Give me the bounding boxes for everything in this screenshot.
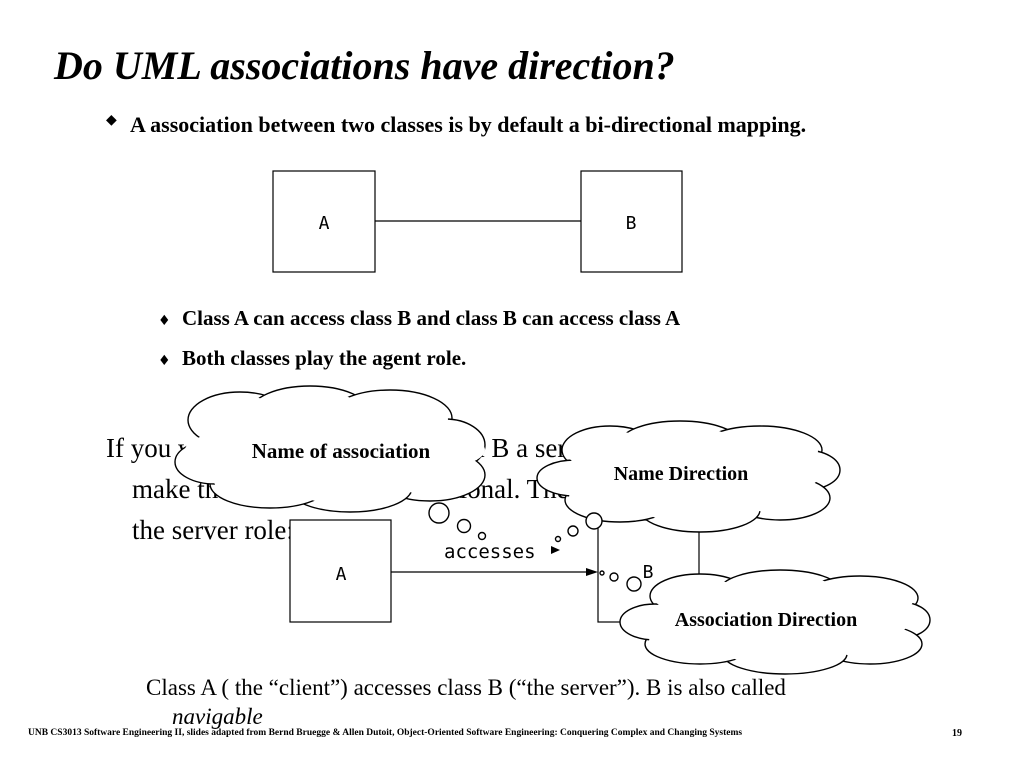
- association-name-label: accesses: [444, 541, 536, 563]
- footer-credit: UNB CS3013 Software Engineering II, slid…: [28, 728, 743, 738]
- bottom-class-a-box: [289, 519, 392, 623]
- caption: Class A ( the “client”) accesses class B…: [146, 673, 966, 731]
- sub-bullet-1: Class A can access class B and class B c…: [182, 306, 681, 330]
- name-direction-arrow-icon: [551, 546, 560, 554]
- main-bullet-text: A association between two classes is by …: [130, 112, 807, 137]
- callout-name-direction-text: Name Direction: [614, 463, 749, 485]
- caption-line-1: Class A ( the “client”) accesses class B…: [146, 675, 786, 700]
- top-class-b-box: [580, 170, 683, 273]
- top-class-a-box: [272, 170, 376, 273]
- diamond-bullet-icon: ◆: [106, 112, 117, 128]
- cloud-callout-name-direction: [536, 420, 841, 543]
- caption-line-2: navigable: [172, 704, 263, 729]
- bottom-class-a-label: A: [336, 564, 347, 585]
- paragraph-line-3: the server role:: [132, 515, 294, 545]
- page-number: 19: [952, 728, 962, 739]
- slide-title: Do UML associations have direction?: [54, 43, 675, 88]
- top-class-a-label: A: [319, 213, 330, 234]
- callout-association-direction-text: Association Direction: [675, 609, 857, 631]
- top-class-b-label: B: [626, 213, 637, 234]
- sub-bullet-2: Both classes play the agent role.: [182, 346, 467, 370]
- arrowhead-icon: [586, 568, 598, 576]
- cloud-callout-association-direction: [599, 569, 931, 675]
- cloud-callout-name-of-association: [174, 385, 487, 541]
- top-association-diagram: A B: [272, 170, 683, 273]
- callout-name-of-association-text: Name of association: [252, 439, 431, 463]
- diamond-bullet-icon: ♦: [158, 353, 171, 369]
- bottom-class-b-label: B: [643, 562, 654, 583]
- diamond-bullet-icon: ♦: [158, 313, 171, 329]
